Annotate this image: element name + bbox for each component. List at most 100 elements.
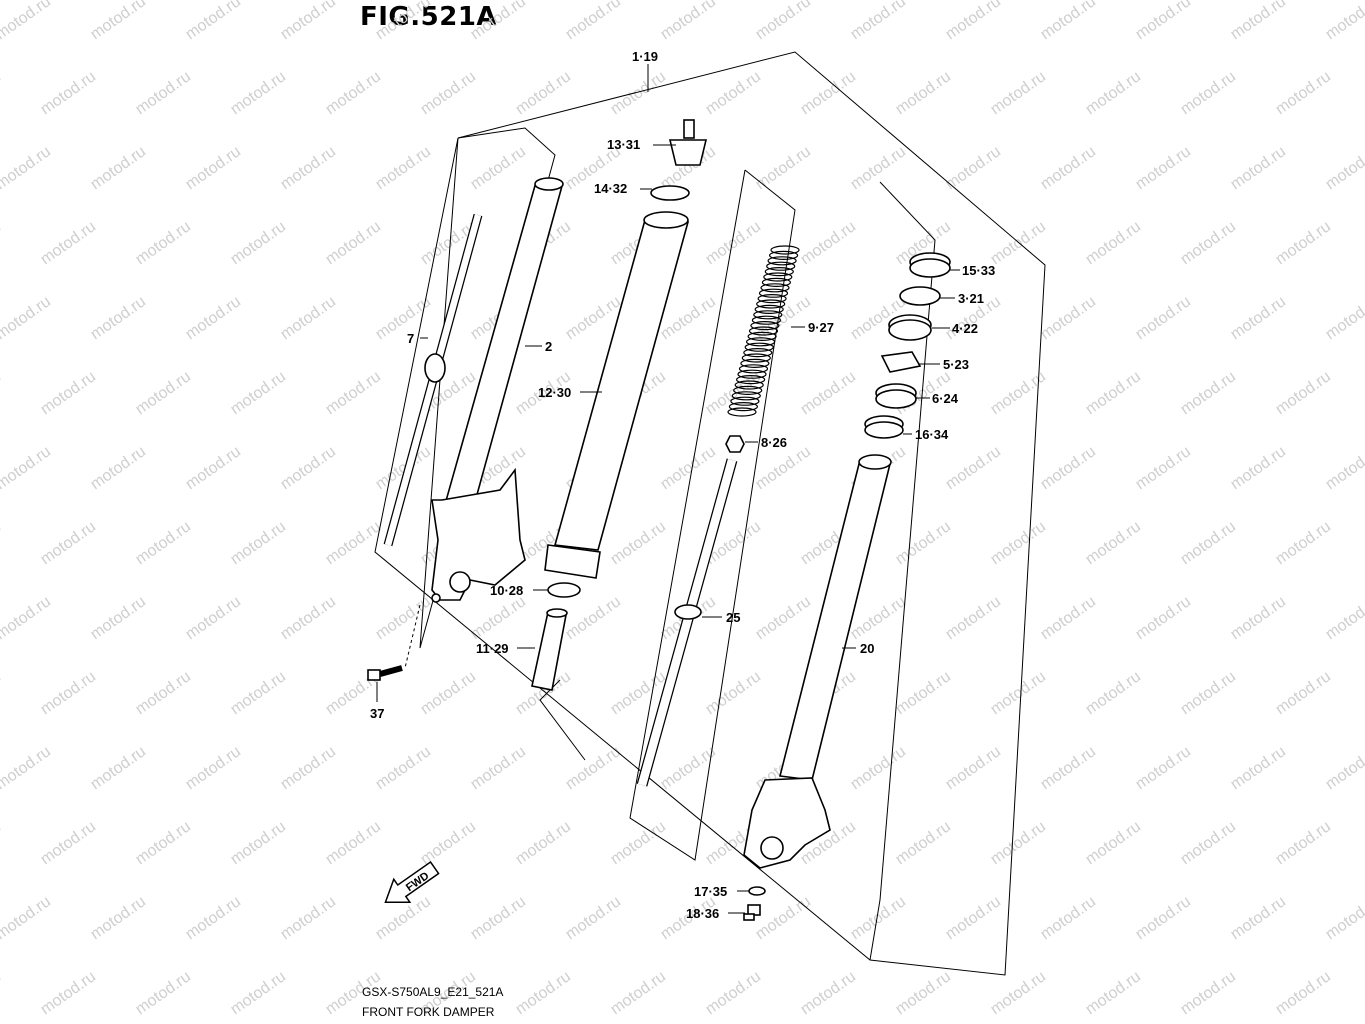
- watermark-text: motod.ru: [278, 443, 339, 493]
- watermark-text: motod.ru: [988, 668, 1049, 718]
- watermark-text: motod.ru: [0, 968, 4, 1018]
- part-18-bolt[interactable]: [743, 904, 761, 921]
- watermark-text: motod.ru: [418, 68, 479, 118]
- watermark-text: motod.ru: [323, 368, 384, 418]
- watermark-text: motod.ru: [0, 668, 4, 718]
- watermark-text: motod.ru: [1038, 743, 1099, 793]
- watermark-text: motod.ru: [1178, 518, 1239, 568]
- label-1-19: 1·19: [632, 49, 658, 64]
- watermark-text: motod.ru: [1133, 143, 1194, 193]
- watermark-text: motod.ru: [1273, 68, 1334, 118]
- watermark-text: motod.ru: [988, 968, 1049, 1018]
- watermark-text: motod.ru: [373, 593, 434, 643]
- part-14-o-ring[interactable]: [650, 185, 690, 201]
- part-17-gasket[interactable]: [748, 886, 766, 896]
- part-11-sleeve[interactable]: [531, 608, 568, 691]
- assembly-outline: [374, 51, 1046, 976]
- left-group-bracket: [419, 127, 556, 649]
- footer-diagram-name: FRONT FORK DAMPER: [362, 1005, 495, 1019]
- part-9-spring[interactable]: [727, 245, 800, 417]
- watermark-text: motod.ru: [1323, 143, 1365, 193]
- label-9-27: 9·27: [808, 320, 834, 335]
- watermark-text: motod.ru: [183, 0, 244, 43]
- watermark-text: motod.ru: [943, 893, 1004, 943]
- watermark-text: motod.ru: [418, 818, 479, 868]
- spring-coil: [764, 267, 794, 277]
- watermark-text: motod.ru: [798, 218, 859, 268]
- watermark-text: motod.ru: [563, 0, 624, 43]
- watermark-text: motod.ru: [88, 593, 149, 643]
- part-13-cap-bolt[interactable]: [668, 119, 708, 166]
- watermark-text: motod.ru: [1083, 968, 1144, 1018]
- part-16-bushing[interactable]: [864, 415, 904, 439]
- watermark-text: motod.ru: [468, 143, 529, 193]
- watermark-text: motod.ru: [1083, 68, 1144, 118]
- watermark-text: motod.ru: [658, 743, 719, 793]
- spring-coil: [754, 304, 784, 314]
- watermark-text: motod.ru: [468, 743, 529, 793]
- part-5-stopper-ring[interactable]: [880, 351, 922, 373]
- spring-coil: [750, 321, 780, 331]
- watermark-text: motod.ru: [848, 143, 909, 193]
- part-7-rod[interactable]: [383, 213, 483, 547]
- part-12-inner-tube[interactable]: [544, 211, 690, 579]
- watermark-text: motod.ru: [373, 0, 434, 43]
- watermark-text: motod.ru: [1038, 893, 1099, 943]
- part-3-washer[interactable]: [899, 286, 941, 306]
- watermark-text: motod.ru: [183, 143, 244, 193]
- spring-coil: [757, 294, 787, 304]
- spring-coil: [735, 375, 766, 385]
- watermark-text: motod.ru: [1038, 293, 1099, 343]
- watermark-text: motod.ru: [1178, 368, 1239, 418]
- label-14-32: 14·32: [594, 181, 627, 196]
- part-20-outer-tube[interactable]: [743, 454, 892, 869]
- watermark-text: motod.ru: [1083, 368, 1144, 418]
- watermark-text: motod.ru: [133, 968, 194, 1018]
- watermark-text: motod.ru: [1133, 743, 1194, 793]
- watermark-text: motod.ru: [1228, 893, 1289, 943]
- watermark-text: motod.ru: [468, 893, 529, 943]
- watermark-text: motod.ru: [1323, 893, 1365, 943]
- part-15-bushing[interactable]: [909, 252, 951, 278]
- part-10-washer[interactable]: [547, 582, 581, 598]
- watermark-text: motod.ru: [38, 218, 99, 268]
- watermark-text: motod.ru: [0, 143, 54, 193]
- spring-coil: [767, 256, 797, 266]
- watermark-text: motod.ru: [753, 443, 814, 493]
- watermark-text: motod.ru: [1083, 668, 1144, 718]
- watermark-text: motod.ru: [323, 818, 384, 868]
- part-8-nut[interactable]: [725, 435, 745, 453]
- watermark-text: motod.ru: [1178, 818, 1239, 868]
- watermark-text: motod.ru: [988, 818, 1049, 868]
- footer-model-code: GSX-S750AL9_E21_521A: [362, 985, 504, 999]
- spring-coil: [727, 407, 757, 417]
- watermark-text: motod.ru: [563, 893, 624, 943]
- watermark-text: motod.ru: [0, 68, 4, 118]
- spring-coil: [730, 396, 760, 406]
- watermark-text: motod.ru: [228, 968, 289, 1018]
- watermark-text: motod.ru: [703, 968, 764, 1018]
- spring-coil: [734, 380, 764, 390]
- part-4-oil-seal[interactable]: [888, 314, 932, 341]
- watermark-text: motod.ru: [0, 743, 54, 793]
- label-4-22: 4·22: [952, 321, 978, 336]
- part-2-outer-tube[interactable]: [431, 177, 564, 603]
- watermark-text: motod.ru: [0, 518, 4, 568]
- watermark-text: motod.ru: [513, 968, 574, 1018]
- watermark-text: motod.ru: [893, 68, 954, 118]
- watermark-text: motod.ru: [323, 68, 384, 118]
- watermark-text: motod.ru: [183, 443, 244, 493]
- part-37-bolt[interactable]: [367, 665, 403, 681]
- watermark-text: motod.ru: [0, 893, 54, 943]
- watermark-text: motod.ru: [418, 668, 479, 718]
- watermark-text: motod.ru: [848, 743, 909, 793]
- watermark-text: motod.ru: [1038, 593, 1099, 643]
- watermark-text: motod.ru: [658, 0, 719, 43]
- watermark-text: motod.ru: [753, 893, 814, 943]
- watermark-text: motod.ru: [1178, 68, 1239, 118]
- part-6-dust-seal[interactable]: [875, 383, 917, 409]
- part-25-damper-rod[interactable]: [636, 458, 738, 787]
- watermark-text: motod.ru: [1178, 668, 1239, 718]
- watermark-text: motod.ru: [1228, 743, 1289, 793]
- label-17-35: 17·35: [694, 884, 727, 899]
